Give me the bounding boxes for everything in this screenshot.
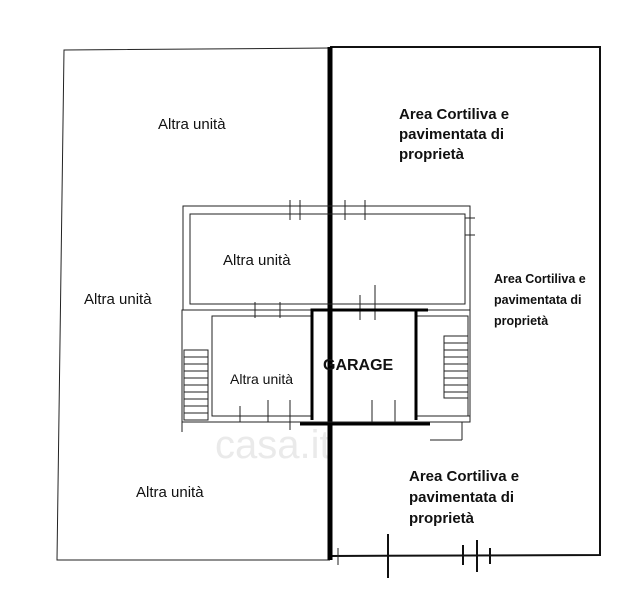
label-altra-unita-bottom-left: Altra unità [136,484,204,501]
label-altra-unita-left: Altra unità [84,291,152,308]
property-lot-outline [329,46,601,557]
label-altra-unita-center-upper: Altra unità [223,252,291,269]
label-garage: GARAGE [323,357,394,374]
label-area-right-line1: Area Cortiliva e [494,272,586,286]
label-area-top-line2: pavimentata di [399,126,504,143]
label-area-top-line1: Area Cortiliva e [399,106,509,123]
label-altra-unita-top-left: Altra unità [158,116,226,133]
left-lot-outline [56,47,331,561]
bottom-fence-ticks [337,534,491,578]
label-area-bottom-line2: pavimentata di [409,489,514,506]
label-area-top-line3: proprietà [399,146,465,163]
garage-walls [300,308,430,426]
label-area-bottom-line3: proprietà [409,510,475,527]
label-area-right-line3: proprietà [494,314,548,328]
label-area-bottom-line1: Area Cortiliva e [409,468,519,485]
stairs-right [443,335,469,399]
label-area-right-line2: pavimentata di [494,293,582,307]
label-altra-unita-center-lower: Altra unità [230,371,293,387]
stairs-left [183,349,209,421]
watermark: casa.it [215,423,331,467]
